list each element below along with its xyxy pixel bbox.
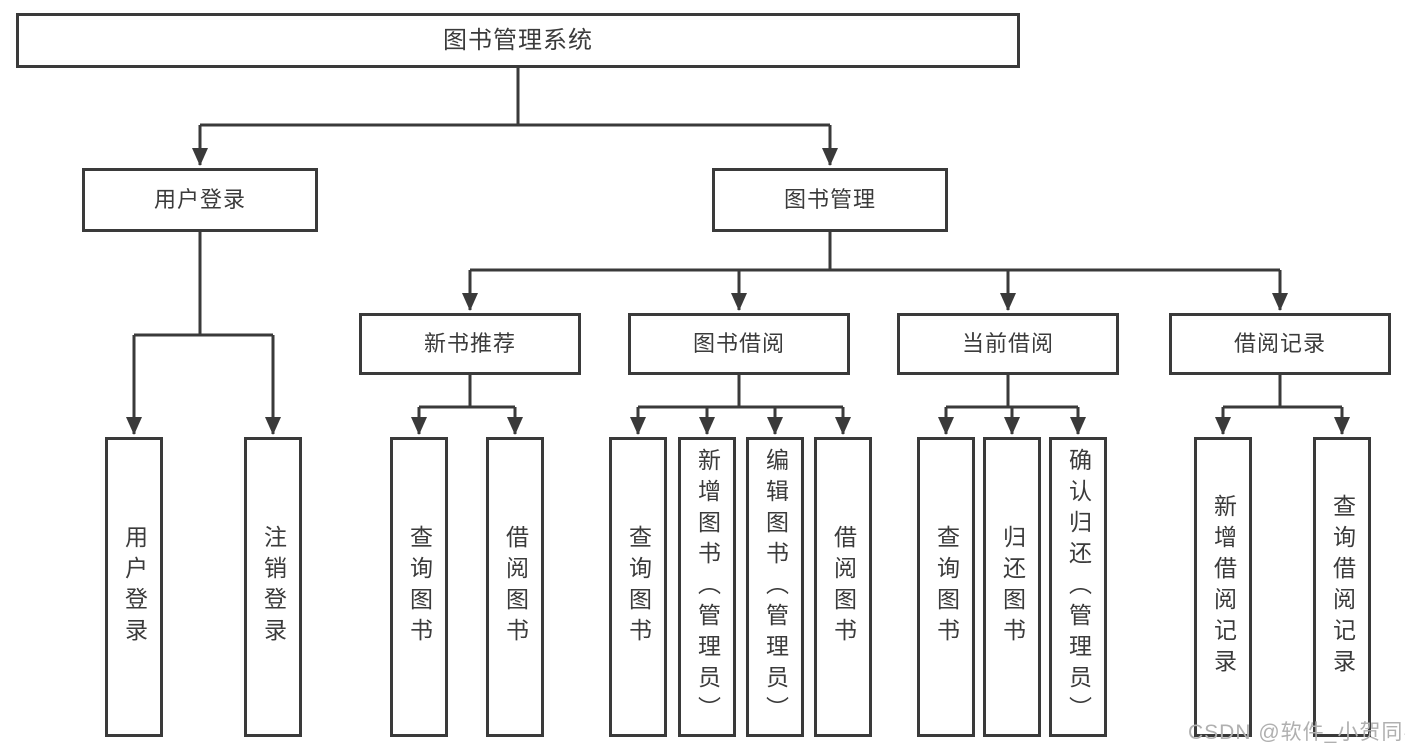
node-user-login: 用户登录 <box>82 168 318 232</box>
leaf-records-add-record: 新增借阅记录 <box>1194 437 1252 737</box>
leaf-borrow-query-books: 查询图书 <box>609 437 667 737</box>
node-new-book-recommend-label: 新书推荐 <box>423 331 516 356</box>
csdn-watermark: CSDN @软件_小贺同学 <box>1188 721 1405 744</box>
leaf-user-login-label: 用户登录 <box>121 525 148 649</box>
leaf-current-return-books-label: 归还图书 <box>999 525 1026 649</box>
connector-root-to-level2 <box>192 67 838 166</box>
node-borrow-records-label: 借阅记录 <box>1233 331 1326 356</box>
leaf-borrow-borrow-books-label: 借阅图书 <box>830 525 857 649</box>
leaf-logout-label: 注销登录 <box>260 525 287 649</box>
connector-user-login-to-leaves <box>126 232 281 435</box>
leaf-borrow-edit-books-admin-label: 编辑图书（管理员） <box>762 447 789 727</box>
connector-borrow-to-leaves <box>630 375 851 435</box>
leaf-current-query-books-label: 查询图书 <box>933 525 960 649</box>
node-book-management-label: 图书管理 <box>783 187 876 212</box>
leaf-borrow-borrow-books: 借阅图书 <box>814 437 872 737</box>
leaf-records-add-record-label: 新增借阅记录 <box>1210 494 1237 680</box>
leaf-newbook-borrow-books-label: 借阅图书 <box>502 525 529 649</box>
node-book-borrow-label: 图书借阅 <box>692 331 785 356</box>
node-current-borrow-label: 当前借阅 <box>961 331 1054 356</box>
node-book-management: 图书管理 <box>712 168 948 232</box>
leaf-records-query-record-label: 查询借阅记录 <box>1329 494 1356 680</box>
leaf-borrow-add-books-admin-label: 新增图书（管理员） <box>694 447 721 727</box>
connector-records-to-leaves <box>1215 375 1350 435</box>
connector-new-book-to-leaves <box>411 375 523 435</box>
leaf-user-login: 用户登录 <box>105 437 163 737</box>
leaf-current-confirm-return-admin-label: 确认归还（管理员） <box>1065 447 1092 727</box>
node-user-login-label: 用户登录 <box>153 187 246 212</box>
leaf-borrow-edit-books-admin: 编辑图书（管理员） <box>746 437 804 737</box>
leaf-current-query-books: 查询图书 <box>917 437 975 737</box>
leaf-borrow-add-books-admin: 新增图书（管理员） <box>678 437 736 737</box>
node-root-library-system: 图书管理系统 <box>16 13 1020 68</box>
node-borrow-records: 借阅记录 <box>1169 313 1391 375</box>
leaf-logout: 注销登录 <box>244 437 302 737</box>
leaf-current-confirm-return-admin: 确认归还（管理员） <box>1049 437 1107 737</box>
leaf-current-return-books: 归还图书 <box>983 437 1041 737</box>
node-book-borrow: 图书借阅 <box>628 313 850 375</box>
leaf-records-query-record: 查询借阅记录 <box>1313 437 1371 737</box>
leaf-newbook-query-books: 查询图书 <box>390 437 448 737</box>
leaf-borrow-query-books-label: 查询图书 <box>625 525 652 649</box>
node-current-borrow: 当前借阅 <box>897 313 1119 375</box>
connector-book-management-to-level3 <box>462 232 1288 311</box>
leaf-newbook-query-books-label: 查询图书 <box>406 525 433 649</box>
connector-current-to-leaves <box>938 375 1086 435</box>
leaf-newbook-borrow-books: 借阅图书 <box>486 437 544 737</box>
node-new-book-recommend: 新书推荐 <box>359 313 581 375</box>
node-root-label: 图书管理系统 <box>443 26 593 54</box>
